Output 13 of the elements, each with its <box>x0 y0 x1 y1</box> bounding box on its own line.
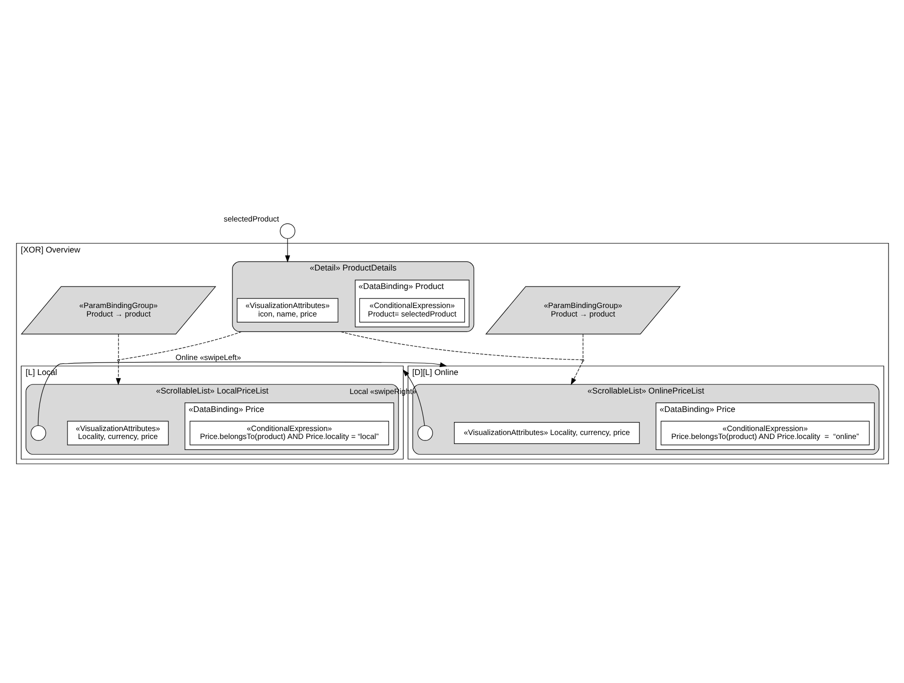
node-point <box>581 358 584 362</box>
connector <box>582 333 583 360</box>
arrow <box>402 368 424 426</box>
arrow <box>115 360 120 385</box>
arrow <box>284 238 290 262</box>
connector <box>118 330 242 360</box>
node-point <box>116 358 120 362</box>
connector <box>340 330 582 360</box>
arrow <box>570 360 583 385</box>
node-circle <box>417 424 432 440</box>
arrow <box>37 361 447 426</box>
node-circle <box>279 222 295 238</box>
node-circle <box>30 424 46 440</box>
